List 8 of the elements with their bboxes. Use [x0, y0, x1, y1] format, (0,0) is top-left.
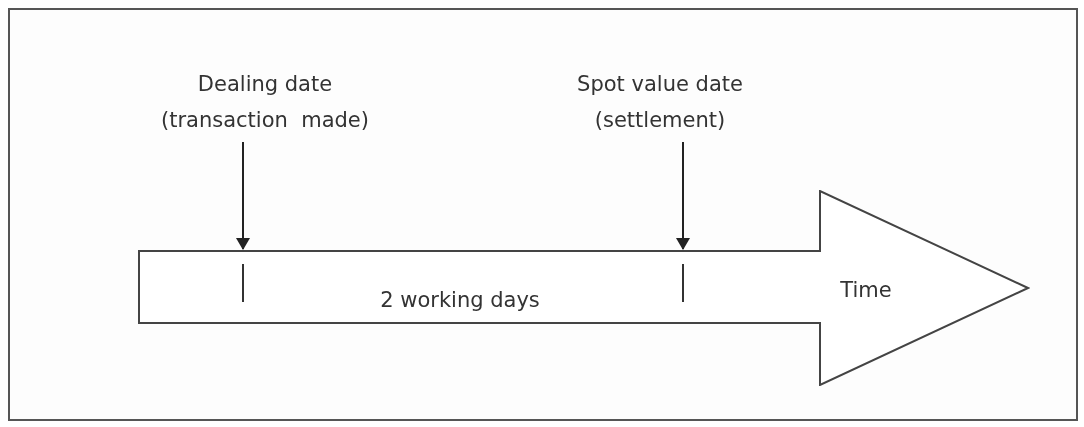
duration-label: 2 working days — [380, 288, 540, 312]
date-label: (settlement) — [594, 108, 726, 132]
arrow — [236, 141, 250, 250]
arrow — [676, 141, 690, 250]
date-label: Spot value date — [577, 72, 743, 96]
date-label: (transaction made) — [161, 108, 369, 132]
axis-label: Time — [840, 278, 892, 302]
date-label: Dealing date — [197, 72, 333, 96]
